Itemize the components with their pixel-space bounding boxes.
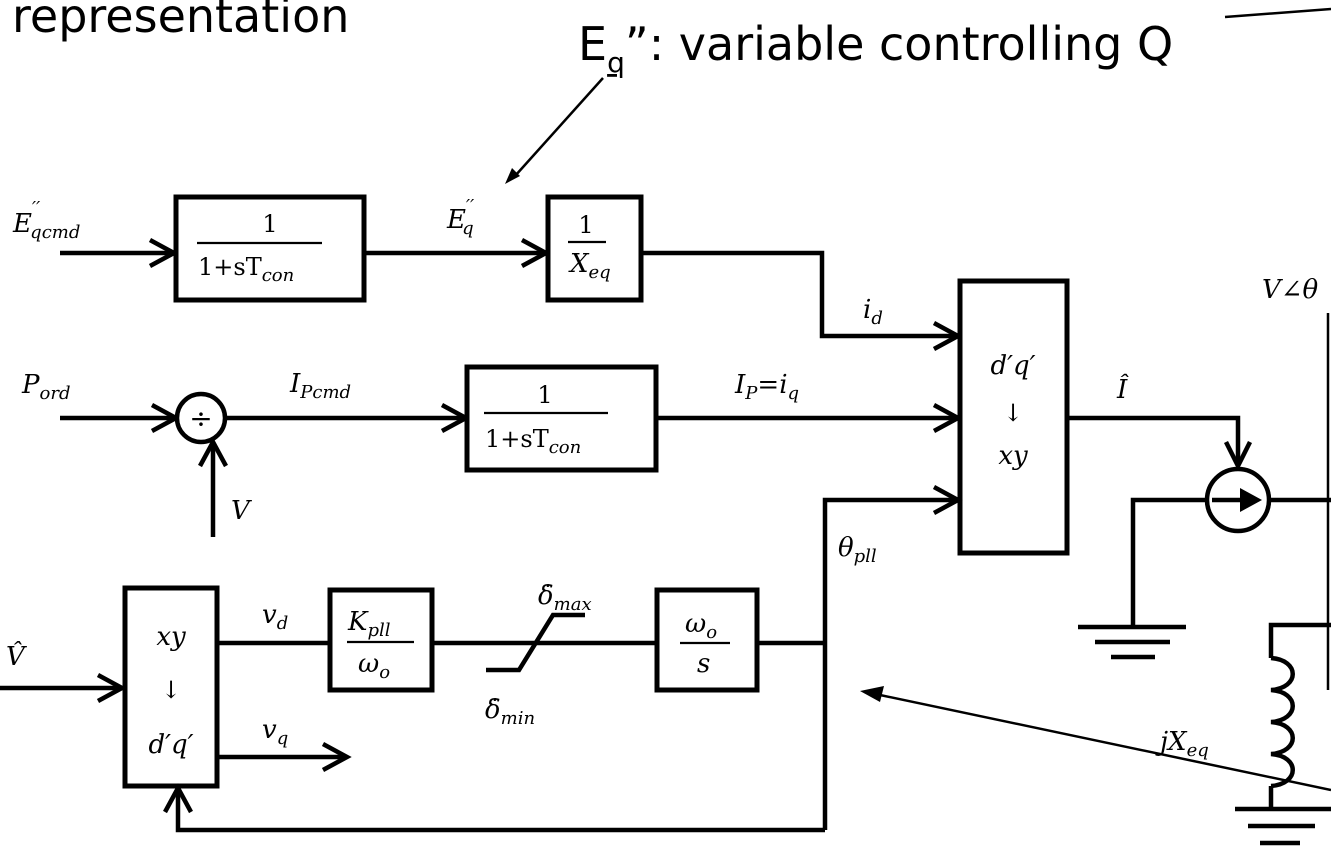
lag-block-2-den: 1+sTcon: [485, 425, 581, 458]
transform-block-top-line2: xy: [998, 441, 1028, 471]
lag-block-1-den: 1+sTcon: [198, 253, 294, 286]
theta-pointer-arrowhead: [860, 686, 884, 702]
svg-text:Eq”: variable controlling Q: Eq”: variable controlling Q: [578, 17, 1173, 79]
signal-i-hat-label: Î: [1116, 373, 1129, 405]
theta-pointer-line: [879, 693, 1331, 792]
input-p-ord-label: Pord: [21, 370, 70, 404]
lag-block-1-num: 1: [262, 210, 277, 238]
transform-block-bottom-line2: d′q′: [148, 730, 193, 760]
annotation-pointer-line: [514, 77, 604, 177]
arrowhead-theta-in: [932, 485, 963, 515]
signal-eq-label: E′′q: [446, 196, 474, 239]
annotation-top-leader-line: [1224, 7, 1331, 19]
arrowhead-v-in: [198, 437, 228, 468]
input-v-hat-label: V̂: [6, 641, 27, 672]
annotation-rest: ”: variable controlling Q: [625, 17, 1173, 71]
transform-block-bottom-arrow: ↓: [161, 676, 181, 704]
annotation-subscript: q: [607, 46, 625, 79]
arrowhead-xy-dq-in: [96, 673, 127, 703]
transform-block-dq-to-xy: [957, 278, 1070, 556]
rate-limiter-symbol: [486, 612, 585, 673]
lag-block-1: [173, 194, 367, 303]
delta-min-label: δ̇min: [485, 695, 535, 729]
annotation-label: Eq”: variable controlling Q: [578, 17, 1173, 79]
signal-ip-cmd-label: IPcmd: [289, 369, 351, 403]
wire-source-to-ground: [1130, 497, 1207, 627]
arrowhead-vq-out: [321, 742, 352, 772]
signal-vq-label: vq: [262, 715, 288, 749]
signal-v-theta-label: V∠θ: [1262, 275, 1319, 305]
arrowhead-source-in: [1223, 440, 1253, 472]
current-source-arrow-head: [1240, 488, 1262, 512]
annotation-main: E: [578, 17, 607, 71]
integrator-num: ωo: [685, 609, 717, 643]
wire-bus-to-inductor: [1268, 622, 1331, 658]
slide-title-fragment: representation: [12, 0, 349, 43]
lag-block-2-num: 1: [537, 381, 552, 409]
reactance-block-den: Xeq: [568, 249, 611, 283]
signal-vd-label: vd: [262, 600, 288, 634]
arrowhead-feedback-in: [163, 783, 193, 814]
wire-theta-feedback: [175, 790, 825, 833]
input-eq-cmd-label: E′′qcmd: [12, 198, 80, 243]
signal-jxeq-label: jXeq: [1155, 727, 1209, 761]
reactance-block-num: 1: [578, 211, 593, 239]
signal-ip-iq-label: IP=iq: [734, 370, 799, 404]
divider-symbol: ÷: [189, 402, 212, 435]
input-v-label: V: [231, 496, 252, 526]
wire-id: [641, 250, 956, 339]
lag-block-2: [464, 364, 659, 473]
pll-gain-num: Kpll: [347, 607, 391, 641]
wire-theta-pll-up: [822, 497, 956, 830]
integrator-den: s: [697, 649, 710, 679]
inductor-coil: [1270, 655, 1295, 789]
delta-max-label: δ̇max: [538, 581, 592, 615]
transform-block-bottom-line1: xy: [156, 622, 186, 652]
transform-block-top-line1: d′q′: [990, 351, 1035, 381]
transform-block-xy-to-dq: [122, 585, 220, 789]
integrator-block: [654, 587, 760, 693]
annotation-pointer-arrowhead: [505, 168, 520, 184]
wire-i-hat: [1067, 415, 1241, 464]
pll-gain-den: ωo: [358, 649, 390, 683]
reactance-block: [545, 194, 644, 303]
transform-block-top-arrow: ↓: [1003, 399, 1023, 427]
pll-gain-block: [327, 587, 435, 693]
signal-theta-pll-label: θpll: [838, 533, 877, 567]
signal-id-label: id: [863, 295, 883, 329]
